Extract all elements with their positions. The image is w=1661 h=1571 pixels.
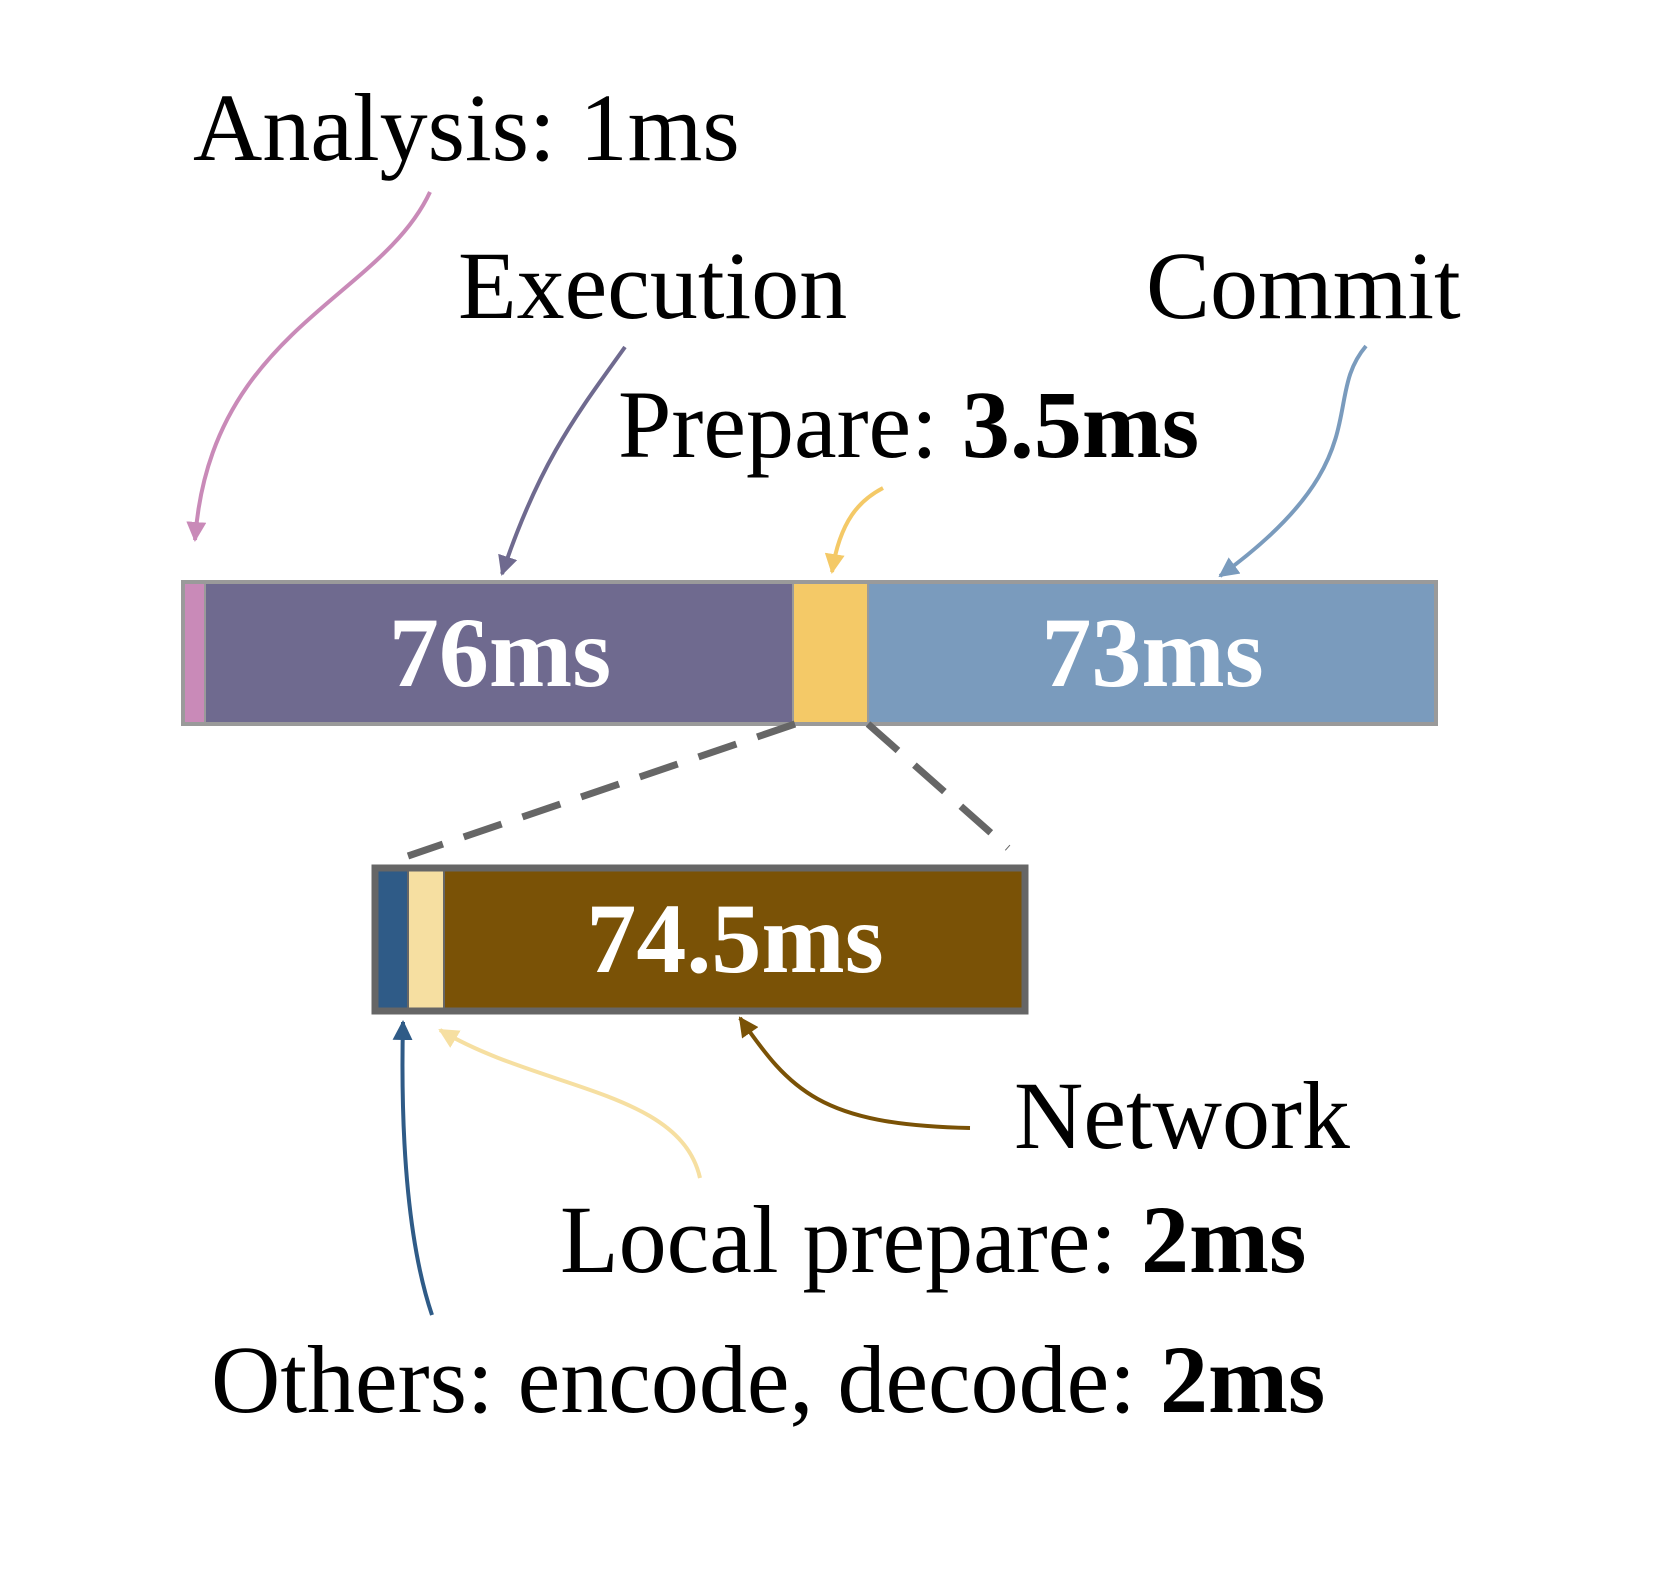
detail-bar-segment-network — [445, 868, 1025, 1011]
execution-arrow — [498, 345, 627, 576]
others-label-name: Others: encode, decode: — [211, 1326, 1160, 1433]
local-prepare-arrow — [438, 1028, 702, 1179]
prepare-label-value: 3.5ms — [962, 371, 1199, 478]
prepare-breakdown-bar: 74.5ms — [371, 864, 1029, 1015]
network-arrow — [738, 1016, 971, 1130]
zoom-line-right — [865, 721, 1011, 851]
commit-arrow — [1218, 344, 1368, 578]
local-prepare-label: Local prepare: 2ms — [560, 1186, 1306, 1293]
local-prepare-label-name: Local prepare: — [560, 1186, 1141, 1293]
prepare-label: Prepare: 3.5ms — [618, 371, 1199, 478]
detail-bar-segment-local-prepare — [409, 868, 445, 1011]
execution-label: Execution — [458, 232, 847, 339]
main-bar-frame — [181, 580, 1438, 726]
network-label: Network — [1014, 1062, 1350, 1169]
analysis-label: Analysis: 1ms — [193, 74, 740, 181]
commit-label: Commit — [1146, 232, 1461, 339]
main-bar-segment-commit — [869, 582, 1436, 724]
main-bar-segment-label-commit: 73ms — [1041, 597, 1263, 708]
prepare-label-name: Prepare: — [618, 371, 962, 478]
main-bar-segment-label-execution: 76ms — [389, 597, 611, 708]
detail-bar-segment-others-encode-decode — [375, 868, 409, 1011]
prepare-arrow — [824, 486, 884, 574]
zoom-line-left — [406, 720, 797, 860]
others-arrow — [392, 1020, 434, 1316]
local-prepare-label-value: 2ms — [1141, 1186, 1306, 1293]
main-bar-segment-execution — [206, 582, 794, 724]
detail-bar-frame — [371, 864, 1029, 1015]
others-label: Others: encode, decode: 2ms — [211, 1326, 1325, 1433]
main-bar-segment-prepare — [794, 582, 869, 724]
others-label-value: 2ms — [1160, 1326, 1325, 1433]
main-latency-bar: 76ms 73ms — [181, 580, 1438, 726]
detail-bar-segment-label-network: 74.5ms — [586, 883, 883, 994]
main-bar-segment-analysis — [183, 582, 206, 724]
analysis-arrow — [186, 191, 432, 542]
